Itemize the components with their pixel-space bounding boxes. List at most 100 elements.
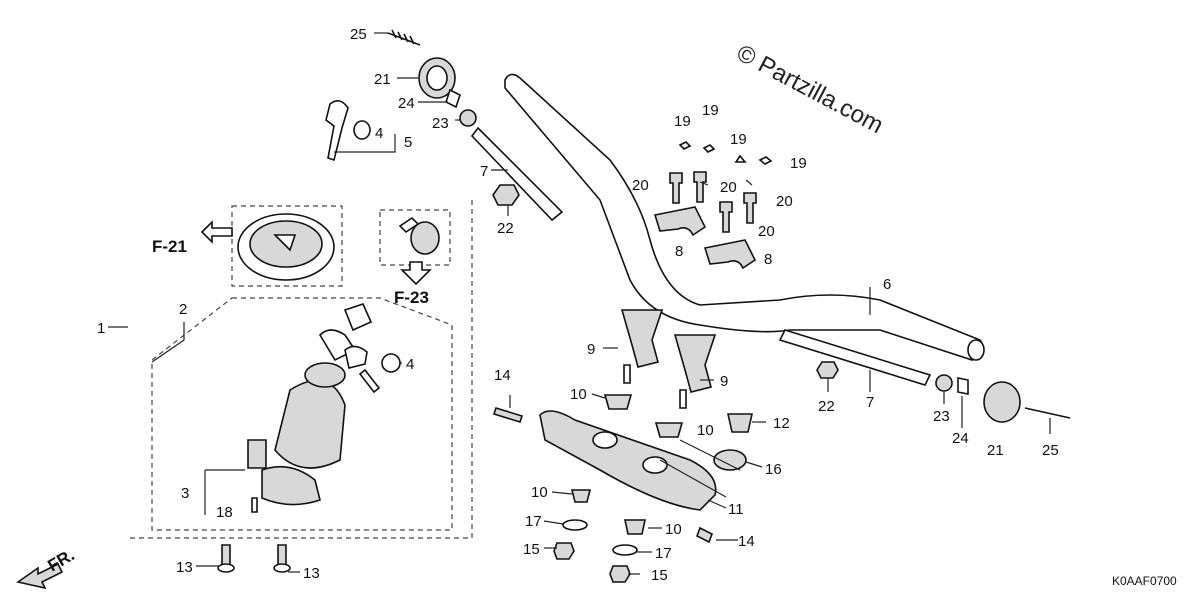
bolt-14-right <box>695 526 714 544</box>
callout-19: 19 <box>790 155 807 172</box>
callout-5: 5 <box>404 134 412 151</box>
callout-9: 9 <box>587 341 595 358</box>
key-cap-4 <box>353 120 371 140</box>
cushion-10d <box>624 519 646 535</box>
callout-14: 14 <box>738 533 755 550</box>
top-bridge-11 <box>539 410 717 511</box>
key-cap-4b <box>381 353 401 373</box>
collar-24-left <box>445 88 461 109</box>
callout-8: 8 <box>675 243 683 260</box>
callout-15: 15 <box>651 567 668 584</box>
callout-24b: 24 <box>952 430 969 447</box>
callout-19: 19 <box>674 113 691 130</box>
top-bridge-group <box>492 309 753 583</box>
callout-13: 13 <box>303 565 320 582</box>
callout-13: 13 <box>176 559 193 576</box>
nut-22-left <box>492 184 520 206</box>
callout-19: 19 <box>730 131 747 148</box>
callout-17: 17 <box>525 513 542 530</box>
bolt-14-left <box>492 407 524 423</box>
callout-11: 11 <box>728 501 744 518</box>
holder-8-lower <box>703 239 757 270</box>
callout-12: 12 <box>773 415 790 432</box>
holder-upper-group <box>653 141 773 270</box>
ref-f23: F-23 <box>394 288 429 307</box>
left-bar-end-group <box>387 29 564 222</box>
fuel-cap-group <box>200 205 343 287</box>
collar-24-right <box>957 377 969 395</box>
ignition-switch-body <box>274 379 346 469</box>
callout-6: 6 <box>883 276 891 293</box>
switch-base-3 <box>261 465 321 506</box>
callout-23b: 23 <box>933 408 950 425</box>
callout-25b: 25 <box>1042 442 1059 459</box>
callout-10: 10 <box>570 386 587 403</box>
callout-19: 19 <box>702 102 719 119</box>
diagram-code: K0AAF0700 <box>1112 574 1177 588</box>
washer-17a <box>562 519 588 531</box>
callout-4: 4 <box>375 125 383 142</box>
screws-13 <box>217 544 291 573</box>
callout-20: 20 <box>720 179 737 196</box>
callout-10: 10 <box>531 484 548 501</box>
handlebar-pipe <box>504 73 985 361</box>
key-5 <box>325 100 349 162</box>
ignition-switch-group <box>108 200 473 539</box>
callout-3: 3 <box>181 485 189 502</box>
washer-16 <box>713 449 747 471</box>
key-group <box>325 100 396 162</box>
bar-end-weight-right <box>983 381 1021 423</box>
washer-17b <box>612 544 638 556</box>
arrow-f21 <box>200 220 233 244</box>
callout-7b: 7 <box>866 394 874 411</box>
leader-lines <box>196 32 1051 575</box>
callouts: 25 21 24 23 7 22 4 5 19 19 19 19 20 20 2… <box>97 26 1059 584</box>
callout-14: 14 <box>494 367 511 384</box>
lock-cylinder-group <box>379 209 451 286</box>
callout-10: 10 <box>697 422 714 439</box>
callout-22: 22 <box>497 220 514 237</box>
callout-4b: 4 <box>406 356 414 373</box>
cushion-10c <box>570 489 592 503</box>
callout-8: 8 <box>764 251 772 268</box>
callout-21b: 21 <box>987 442 1004 459</box>
callout-17: 17 <box>655 545 672 562</box>
holder-8-upper <box>653 206 707 237</box>
holder-9-left <box>620 309 664 368</box>
screw-25-left <box>387 32 421 46</box>
screw-25-right <box>1024 407 1071 419</box>
callout-15: 15 <box>523 541 540 558</box>
callout-25: 25 <box>350 26 367 43</box>
callout-1: 1 <box>97 320 105 337</box>
callout-7: 7 <box>480 163 488 180</box>
callout-18: 18 <box>216 504 233 521</box>
cushion-10a <box>603 394 633 410</box>
callout-24: 24 <box>398 95 415 112</box>
callout-20: 20 <box>776 193 793 210</box>
callout-22b: 22 <box>818 398 835 415</box>
callout-16: 16 <box>765 461 782 478</box>
watermark: © Partzilla.com <box>732 39 887 139</box>
cushion-10b <box>654 422 684 438</box>
right-bar-end-group <box>778 329 1071 423</box>
collar-12 <box>727 413 753 433</box>
pipe-7-left <box>470 126 564 222</box>
pipe-7-right <box>778 329 932 386</box>
nut-22-right <box>816 361 839 379</box>
arrow-f23 <box>400 261 432 286</box>
callout-23: 23 <box>432 115 449 132</box>
callout-21: 21 <box>374 71 391 88</box>
ref-f21: F-21 <box>152 237 187 256</box>
ring-23-left <box>459 109 477 127</box>
ring-23-right <box>935 374 953 392</box>
callout-20: 20 <box>632 177 649 194</box>
callout-9: 9 <box>720 373 728 390</box>
callout-2: 2 <box>179 301 187 318</box>
nut-15b <box>609 565 631 583</box>
front-arrow <box>16 562 64 590</box>
holder-9-right <box>673 334 717 393</box>
nut-15a <box>553 542 575 560</box>
callout-10: 10 <box>665 521 682 538</box>
callout-20: 20 <box>758 223 775 240</box>
